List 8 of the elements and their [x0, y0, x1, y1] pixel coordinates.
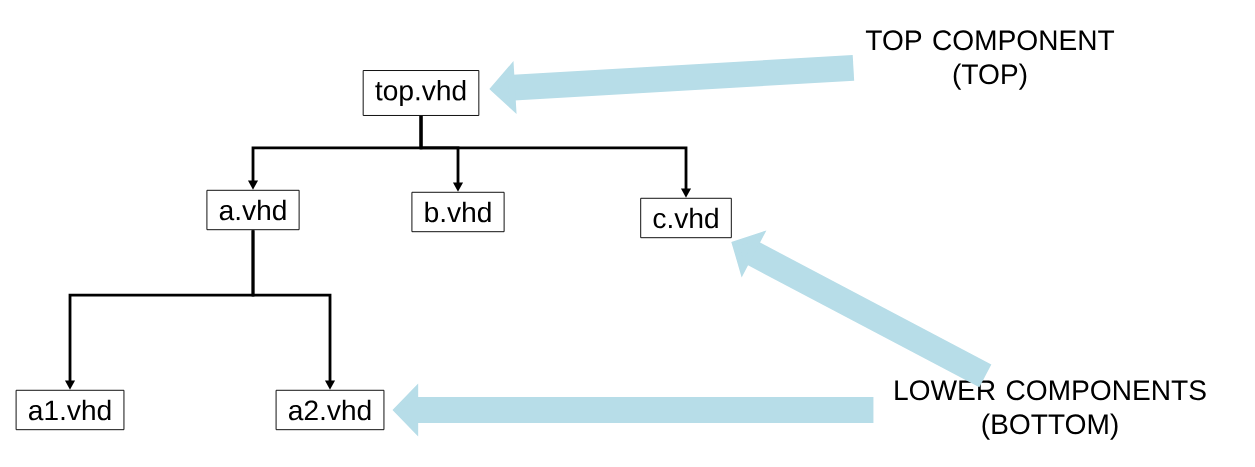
annotation-text: TOP COMPONENT (TOP)	[865, 30, 1115, 90]
file-box: a.vhd	[206, 189, 300, 231]
file-box: b.vhd	[411, 191, 505, 233]
file-box: top.vhd	[362, 70, 480, 116]
file-box: a2.vhd	[275, 389, 385, 431]
file-box: c.vhd	[640, 197, 732, 239]
file-box: a1.vhd	[15, 389, 125, 431]
annotation-text: LOWER COMPONENTS (BOTTOM)	[895, 380, 1206, 440]
